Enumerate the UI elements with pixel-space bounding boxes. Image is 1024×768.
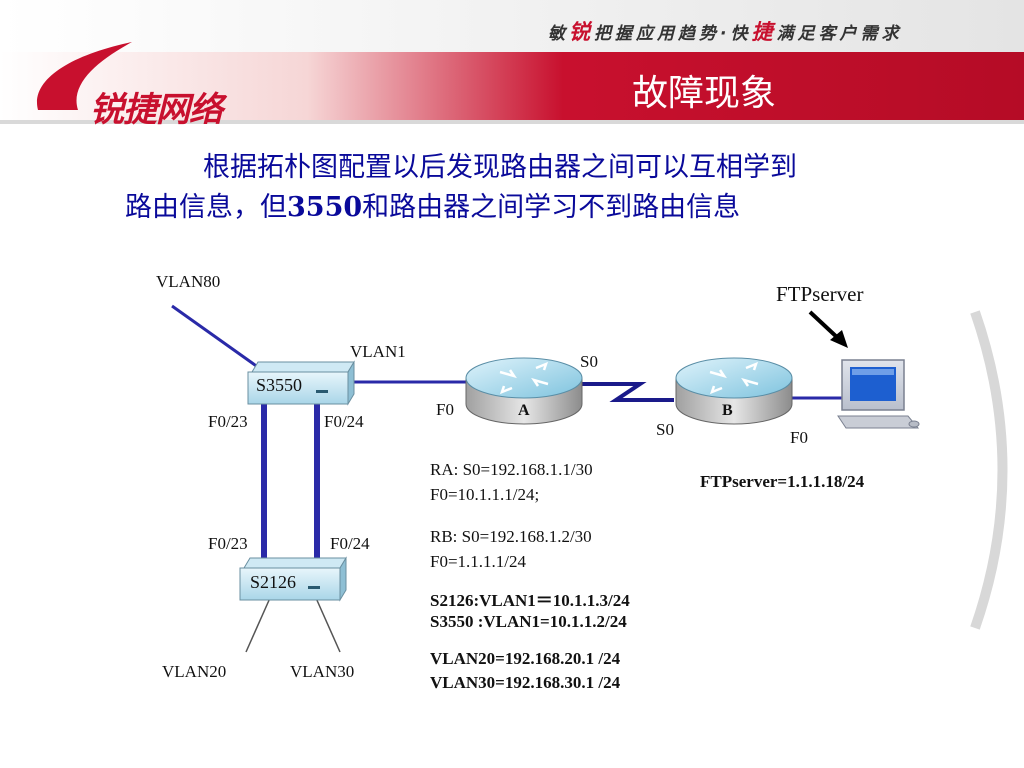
label-f023-bottom: F0/23 bbox=[208, 534, 248, 553]
label-ftpserver: FTPserver bbox=[776, 282, 864, 306]
link-vlan80 bbox=[171, 304, 263, 372]
label-f023-top: F0/23 bbox=[208, 412, 248, 431]
label-f024-bottom: F0/24 bbox=[330, 534, 370, 553]
label-router-a: A bbox=[518, 402, 530, 419]
ftp-server-computer-icon bbox=[837, 359, 920, 429]
label-router-a-f0: F0 bbox=[436, 400, 454, 419]
switch-s3550-icon bbox=[247, 360, 355, 406]
router-b-icon bbox=[675, 357, 793, 425]
logo-swoosh-icon bbox=[36, 42, 132, 110]
serial-link bbox=[582, 382, 674, 402]
label-vlan30: VLAN30 bbox=[290, 662, 355, 681]
label-router-a-s0: S0 bbox=[580, 352, 598, 371]
label-router-b: B bbox=[722, 402, 733, 419]
link-vlan20 bbox=[245, 597, 271, 653]
label-vlan20: VLAN20 bbox=[162, 662, 227, 681]
label-s3550: S3550 bbox=[256, 375, 303, 395]
label-router-b-f0: F0 bbox=[790, 428, 808, 447]
header-background bbox=[0, 0, 1024, 124]
label-ftp-address: FTPserver=1.1.1.18/24 bbox=[700, 472, 865, 491]
label-vlan30-addr: VLAN30=192.168.30.1 /24 bbox=[430, 673, 621, 692]
slogan: 敏锐把握应用趋势·快捷满足客户需求 bbox=[548, 20, 903, 44]
decorative-arc bbox=[970, 310, 1008, 630]
label-s2126: S2126 bbox=[250, 572, 297, 592]
label-router-b-s0: S0 bbox=[656, 420, 674, 439]
router-a-icon bbox=[465, 357, 583, 425]
page-title: 故障现象 bbox=[632, 73, 777, 114]
switch-s2126-icon bbox=[239, 556, 347, 602]
link-vlan30 bbox=[315, 597, 341, 653]
label-ra-s0: RA: S0=192.168.1.1/30 bbox=[430, 460, 593, 479]
ftp-arrow-icon bbox=[808, 310, 842, 342]
label-rb-f0: F0=1.1.1.1/24 bbox=[430, 552, 527, 571]
description-line-2: 路由信息，但3550和路由器之间学习不到路由信息 bbox=[125, 192, 741, 223]
label-rb-s0: RB: S0=192.168.1.2/30 bbox=[430, 527, 592, 546]
label-vlan1: VLAN1 bbox=[350, 342, 406, 361]
label-f024-top: F0/24 bbox=[324, 412, 364, 431]
label-vlan20-addr: VLAN20=192.168.20.1 /24 bbox=[430, 649, 621, 668]
description-line-1: 根据拓朴图配置以后发现路由器之间可以互相学到 bbox=[203, 152, 797, 183]
label-s2126-vlan1: S2126:VLAN1＝10.1.1.3/24 bbox=[430, 591, 630, 610]
header: 敏锐把握应用趋势·快捷满足客户需求 锐捷网络 故障现象 bbox=[0, 0, 1024, 130]
label-ra-f0: F0=10.1.1.1/24; bbox=[430, 485, 540, 504]
company-logo-text: 锐捷网络 bbox=[90, 90, 223, 130]
label-vlan80: VLAN80 bbox=[156, 272, 221, 291]
label-s3550-vlan1: S3550 :VLAN1=10.1.1.2/24 bbox=[430, 612, 627, 631]
description: 根据拓朴图配置以后发现路由器之间可以互相学到 路由信息，但3550和路由器之间学… bbox=[125, 148, 975, 228]
